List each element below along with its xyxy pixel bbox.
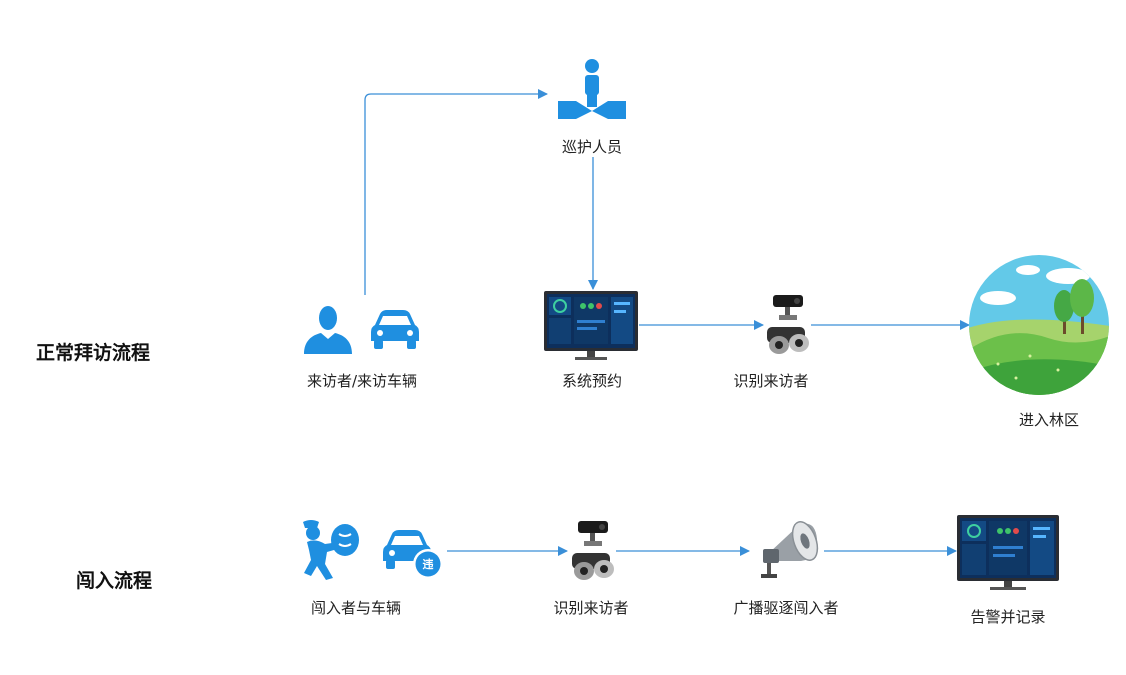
identify-label: 识别来访者: [733, 372, 809, 390]
loudspeaker-icon: [761, 521, 819, 578]
visitor-person-icon: [304, 306, 352, 354]
patrol-label: 巡护人员: [561, 138, 623, 156]
normal-flow-title: 正常拜访流程: [36, 342, 151, 364]
violation-car-icon: [383, 530, 443, 579]
alarm-monitor-icon: [957, 515, 1059, 590]
patrol-person-icon: [558, 59, 626, 119]
monitor-icon: [544, 291, 638, 360]
alarm-label: 告警并记录: [970, 608, 1046, 626]
broadcast-label: 广播驱逐闯入者: [733, 599, 839, 617]
system-label: 系统预约: [561, 372, 623, 390]
intruder-icon: [303, 520, 359, 580]
intrusion-flow-title: 闯入流程: [76, 570, 153, 592]
intruder-label: 闯入者与车辆: [310, 599, 402, 617]
camera-icon: [572, 521, 614, 580]
camera-icon: [767, 295, 809, 354]
intrusion-identify-label: 识别来访者: [553, 599, 629, 617]
arrow-visitor-to-patrol: [364, 89, 548, 295]
enter-label: 进入林区: [1018, 411, 1080, 429]
forest-icon: [969, 255, 1109, 395]
visitor-car-icon: [371, 310, 419, 349]
violation-badge: 违: [422, 558, 434, 571]
visitor-label: 来访者/来访车辆: [306, 372, 418, 390]
